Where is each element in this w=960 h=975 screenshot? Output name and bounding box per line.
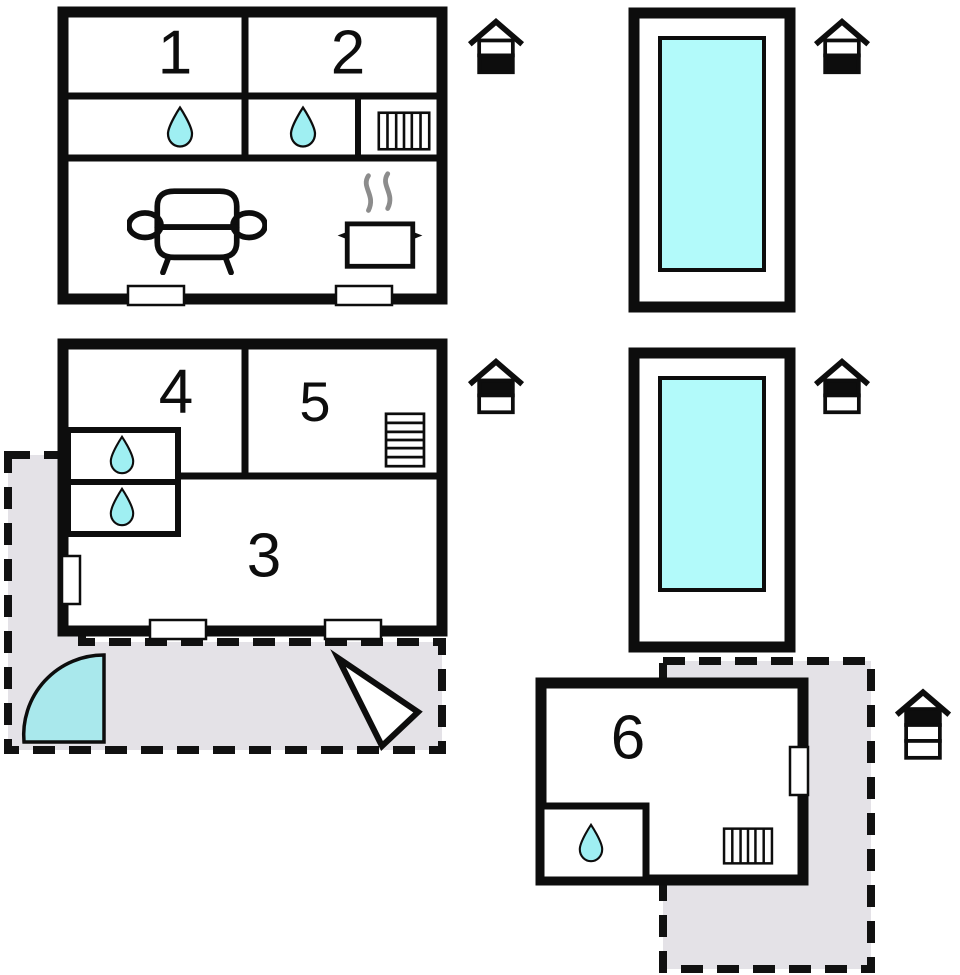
house-icon-annex xyxy=(897,692,950,758)
radiator-icon xyxy=(722,827,774,865)
house-icon-upper-floor xyxy=(470,362,522,413)
window-opening xyxy=(148,618,208,641)
window-opening xyxy=(334,284,394,307)
floor-upper-floor: 4 5 3 xyxy=(4,338,522,754)
room-number-2: 2 xyxy=(331,18,365,87)
floor-annex: 6 xyxy=(535,657,950,973)
room-number-1: 1 xyxy=(158,18,192,87)
room-number-5: 5 xyxy=(299,370,330,433)
pool-water xyxy=(658,36,766,272)
radiator-icon xyxy=(377,111,431,151)
pool-water xyxy=(658,376,766,592)
floor-ground-floor: 1 2 xyxy=(57,6,522,307)
swimming-pool-lower xyxy=(628,347,868,653)
window-opening xyxy=(323,618,383,641)
swimming-pool-upper xyxy=(628,7,868,313)
house-icon-ground-floor xyxy=(470,22,522,73)
door-opening xyxy=(788,745,810,797)
window-opening xyxy=(126,284,186,307)
parasol-triangle xyxy=(330,649,423,751)
room-number-4: 4 xyxy=(159,357,193,426)
room-number-3: 3 xyxy=(247,521,281,590)
stairs-icon xyxy=(384,412,426,468)
house-icon-upper-floor xyxy=(816,362,868,413)
pool-quarter-circle xyxy=(21,653,106,744)
room-number-6: 6 xyxy=(611,703,645,772)
house-icon-ground-floor xyxy=(816,22,868,73)
door-opening xyxy=(60,554,82,606)
